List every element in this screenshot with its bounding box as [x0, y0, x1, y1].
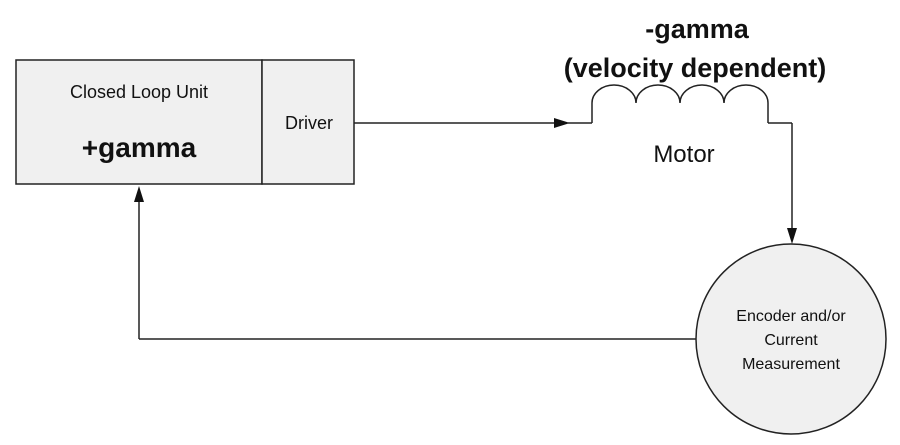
- motor-coil-icon: [591, 84, 792, 124]
- driver-label: Driver: [285, 113, 333, 133]
- controller-block: Closed Loop Unit +gamma Driver: [15, 59, 355, 185]
- encoder-measurement-node: Encoder and/or Current Measurement: [695, 243, 887, 435]
- motor-to-encoder-arrow: [787, 123, 797, 244]
- closed-loop-unit-gamma: +gamma: [82, 132, 197, 163]
- closed-loop-unit-label: Closed Loop Unit: [70, 82, 208, 102]
- driver-to-motor-arrow: [354, 118, 592, 128]
- encoder-label-line3: Measurement: [742, 356, 840, 373]
- motor-gamma-title: -gamma: [645, 14, 750, 44]
- encoder-label-line2: Current: [764, 332, 818, 349]
- driver-box: [261, 59, 355, 185]
- motor-label: Motor: [653, 141, 714, 168]
- motor-velocity-dependent-title: (velocity dependent): [564, 53, 827, 83]
- closed-loop-unit-box: [15, 59, 263, 185]
- feedback-arrow: [134, 186, 696, 340]
- encoder-label-line1: Encoder and/or: [736, 308, 846, 325]
